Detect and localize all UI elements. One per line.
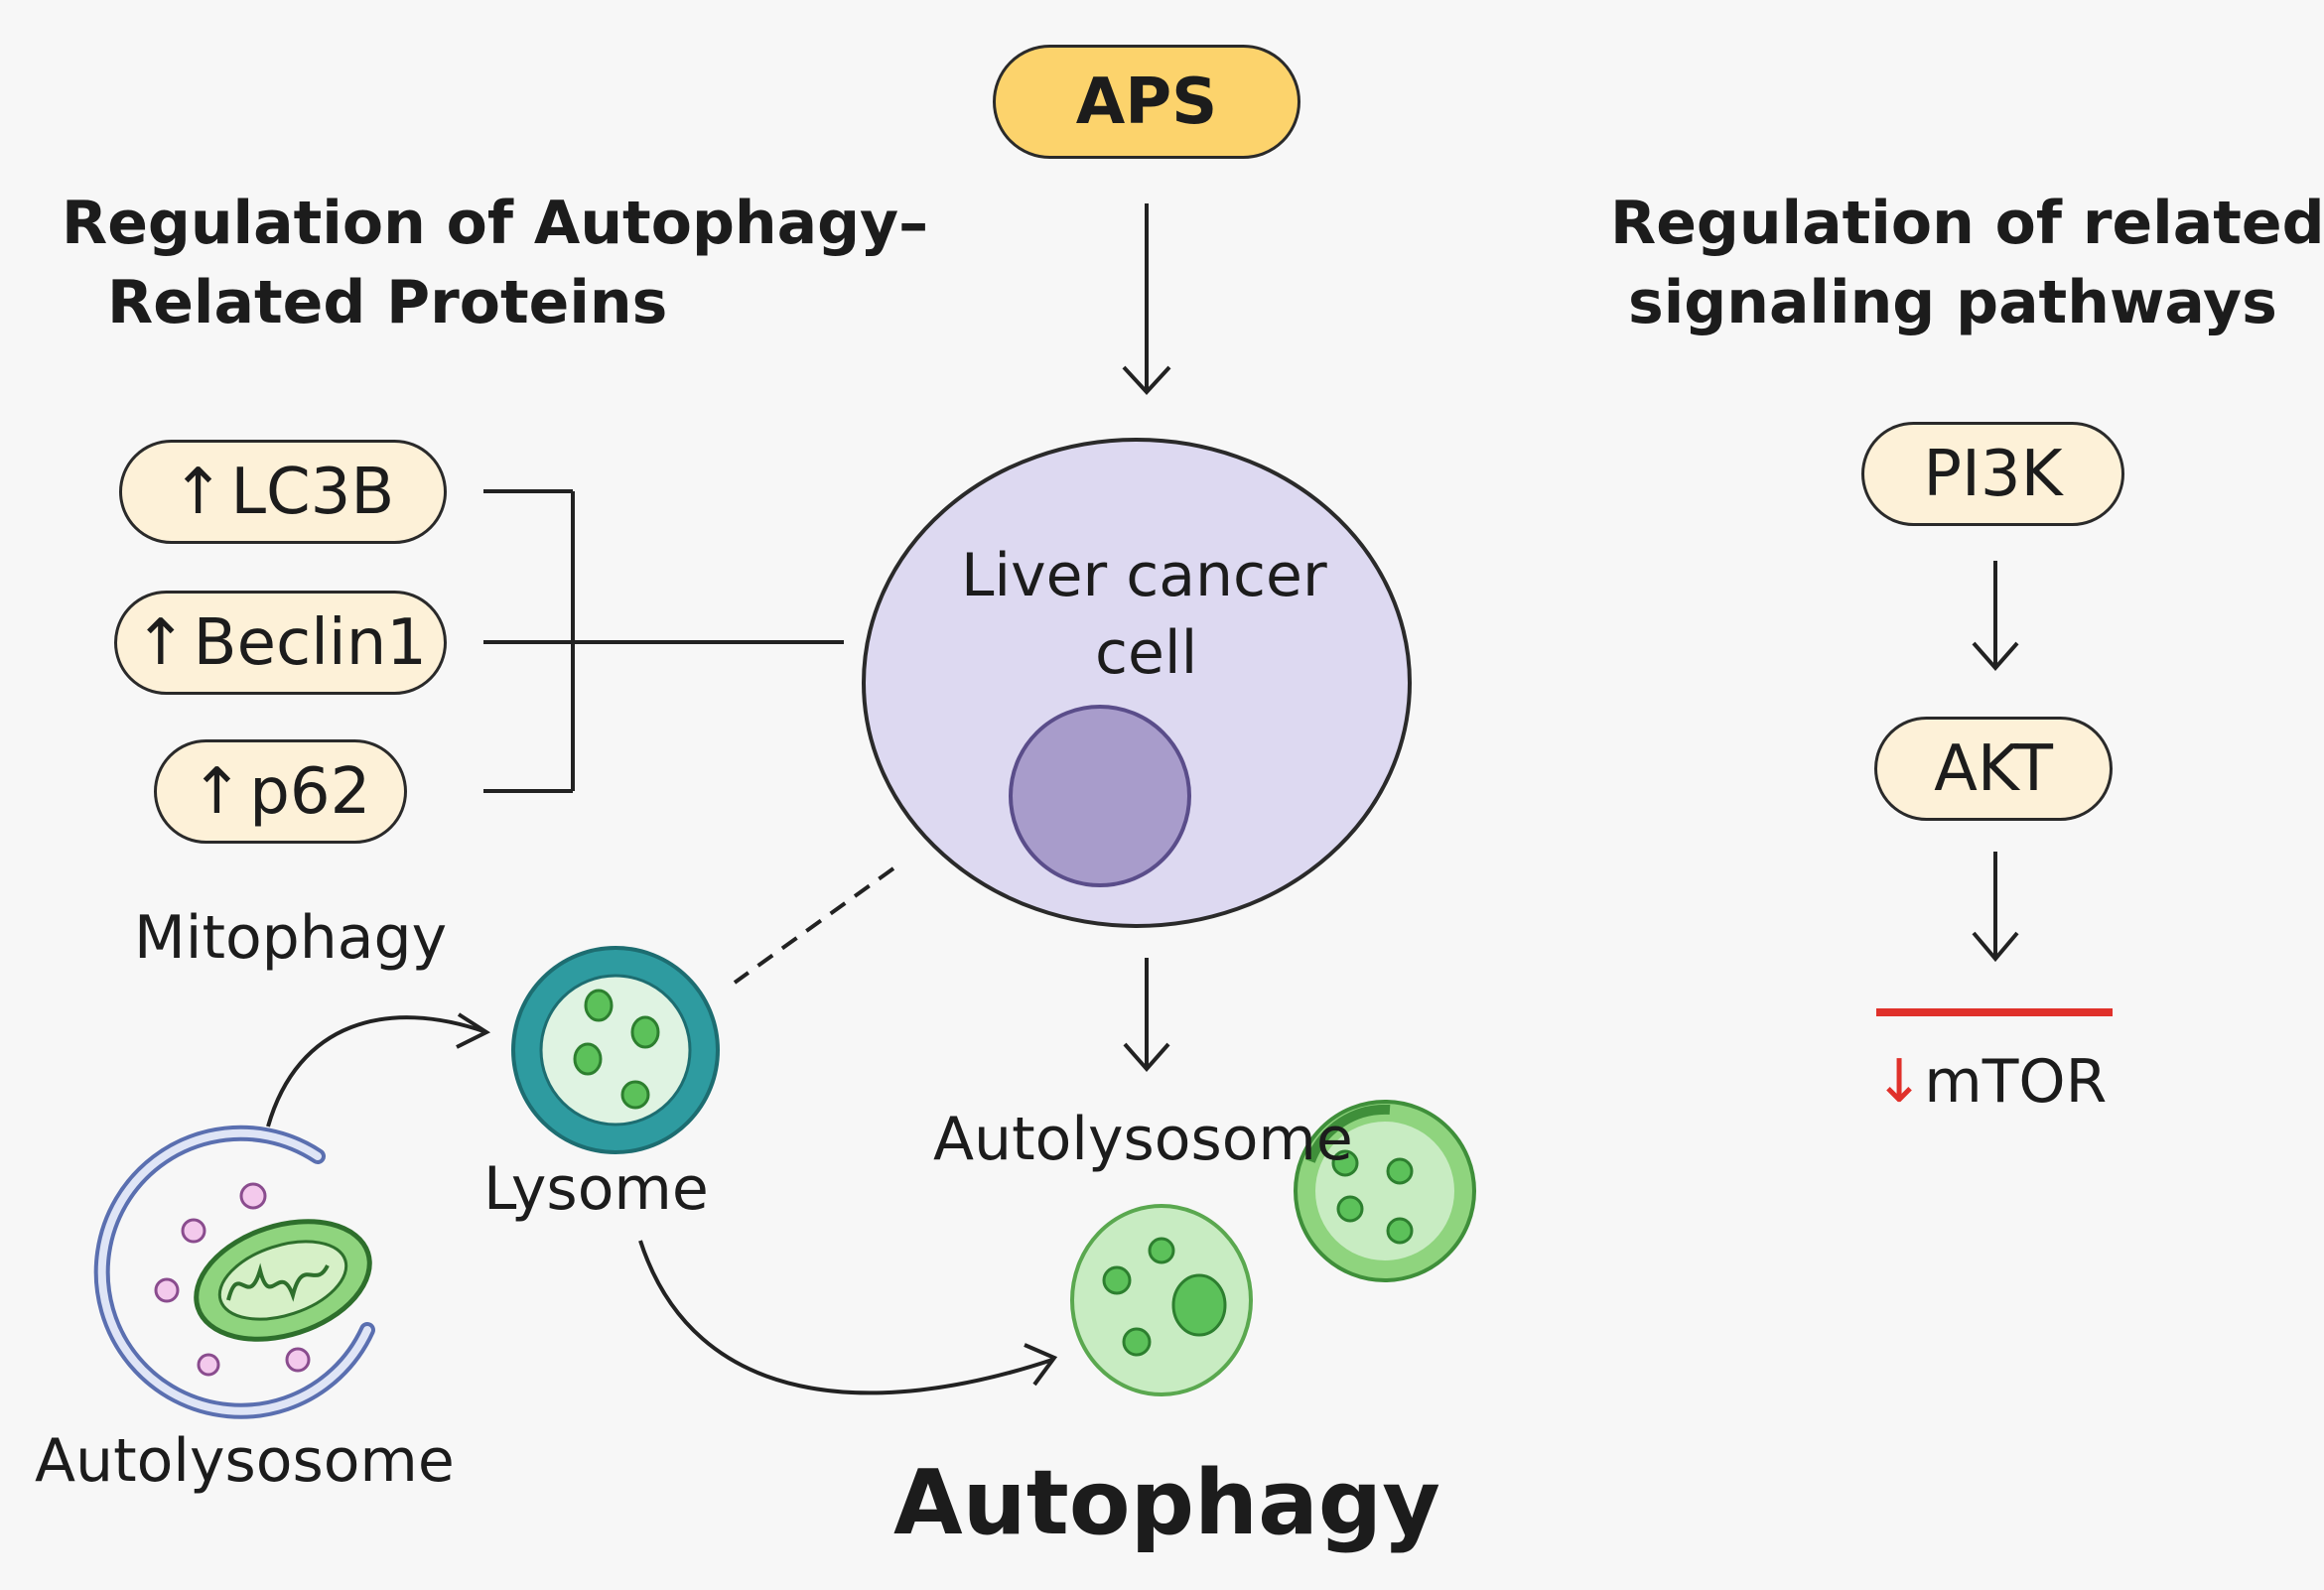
left-panel-title-line2: Related Proteins xyxy=(107,268,668,337)
protein-name: Beclin1 xyxy=(193,605,427,680)
left-panel-title-line1: Regulation of Autophagy– xyxy=(62,189,929,258)
up-arrow-icon: ↑ xyxy=(171,455,225,529)
mitophagy-label: Mitophagy xyxy=(134,903,448,973)
cell-to-autolysosome-arrow xyxy=(1123,958,1170,1073)
protein-pill-lc3b: ↑ LC3B xyxy=(119,440,447,544)
aps-node: APS xyxy=(993,45,1300,159)
mtor-label: mTOR xyxy=(1924,1047,2108,1117)
cell-label-line1: Liver cancer xyxy=(961,541,1327,610)
aps-label: APS xyxy=(1075,65,1218,139)
lysome-label: Lysome xyxy=(483,1154,709,1224)
autolysosome-vesicle-large xyxy=(1070,1204,1253,1396)
nucleus xyxy=(1009,705,1191,887)
pi3k-to-akt-arrow xyxy=(1972,561,2019,672)
pathway-node-pi3k: PI3K xyxy=(1861,422,2124,526)
protein-bracket xyxy=(483,489,844,793)
akt-to-mtor-arrow xyxy=(1972,852,2019,963)
right-panel-title-line2: signaling pathways xyxy=(1628,268,2277,337)
lysosome-graphic xyxy=(511,946,720,1154)
pathway-label: PI3K xyxy=(1923,437,2063,511)
autophagosome-graphic xyxy=(93,1125,375,1419)
down-arrow-icon: ↓ xyxy=(1874,1047,1925,1117)
autolysosome-vesicle-small xyxy=(1294,1100,1476,1282)
protein-name: LC3B xyxy=(230,455,395,529)
pathway-node-akt: AKT xyxy=(1874,717,2113,821)
protein-name: p62 xyxy=(249,754,371,829)
autophagy-title: Autophagy xyxy=(893,1451,1440,1555)
liver-cancer-cell xyxy=(862,438,1412,928)
protein-pill-p62: ↑ p62 xyxy=(154,739,407,844)
up-arrow-icon: ↑ xyxy=(190,754,244,829)
aps-to-cell-arrow xyxy=(1122,203,1171,395)
lysosome-to-autolysosome-arrow xyxy=(638,1240,1053,1395)
protein-pill-beclin1: ↑ Beclin1 xyxy=(114,591,447,695)
cell-to-lysosome-dashed-line xyxy=(733,866,895,985)
cell-label-line2: cell xyxy=(1095,618,1198,688)
up-arrow-icon: ↑ xyxy=(134,605,188,680)
autophagosome-to-lysosome-arrow xyxy=(266,1015,487,1127)
pathway-label: AKT xyxy=(1934,731,2053,806)
center-autolysosome-label: Autolysosome xyxy=(933,1105,1353,1174)
right-panel-title-line1: Regulation of related xyxy=(1610,189,2324,258)
bottom-autolysosome-label: Autolysosome xyxy=(35,1426,455,1496)
mtor-label-group: ↓mTOR xyxy=(1874,1042,2107,1122)
